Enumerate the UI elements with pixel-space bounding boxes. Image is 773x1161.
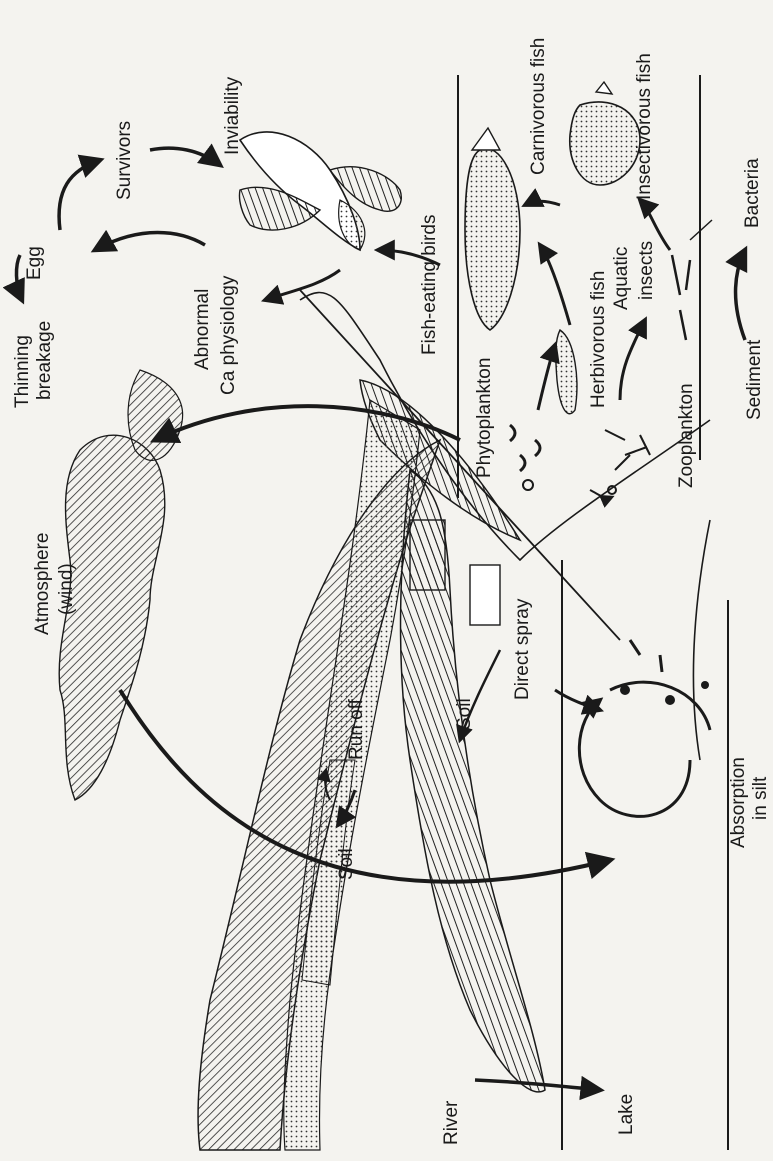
insectivorous-fish-illustration xyxy=(570,82,640,185)
bird-illustration xyxy=(239,132,401,250)
label-insects: insects xyxy=(636,241,657,300)
label-fish-eating-birds: Fish-eating birds xyxy=(419,215,440,355)
label-egg: Egg xyxy=(24,246,45,280)
label-sediment: Sediment xyxy=(744,339,765,420)
label-river: River xyxy=(441,1100,462,1145)
carnivorous-fish-illustration xyxy=(465,128,520,330)
label-in-silt: in silt xyxy=(750,776,771,820)
label-survivors: Survivors xyxy=(114,121,135,200)
label-soil-lower: Soil xyxy=(336,848,357,880)
label-thinning: Thinning xyxy=(12,335,33,408)
label-breakage: breakage xyxy=(34,321,55,400)
label-soil-upper: Soil xyxy=(454,698,475,730)
label-insectivorous-fish: Insectivorous fish xyxy=(634,53,655,200)
label-phytoplankton: Phytoplankton xyxy=(474,358,495,478)
label-bacteria: Bacteria xyxy=(742,158,763,228)
label-inviability: Inviability xyxy=(222,76,243,155)
herbivorous-fish-illustration xyxy=(556,330,577,414)
land-strips xyxy=(284,380,545,1150)
label-wind: (wind) xyxy=(56,563,77,615)
label-abnormal: Abnormal xyxy=(192,289,213,370)
spray-particles xyxy=(620,640,709,705)
label-lake: Lake xyxy=(616,1094,637,1135)
label-zooplankton: Zooplankton xyxy=(676,383,697,488)
absorption-cycle-arrow xyxy=(579,682,710,816)
label-direct-spray: Direct spray xyxy=(512,598,533,700)
label-run-off: Run off xyxy=(346,698,367,760)
label-ca-physiology: Ca physiology xyxy=(218,275,239,395)
label-herbivorous-fish: Herbivorous fish xyxy=(588,271,609,408)
label-absorption: Absorption xyxy=(728,757,749,848)
label-carnivorous-fish: Carnivorous fish xyxy=(528,38,549,175)
label-atmosphere: Atmosphere xyxy=(32,533,53,635)
label-aquatic: Aquatic xyxy=(611,247,632,310)
